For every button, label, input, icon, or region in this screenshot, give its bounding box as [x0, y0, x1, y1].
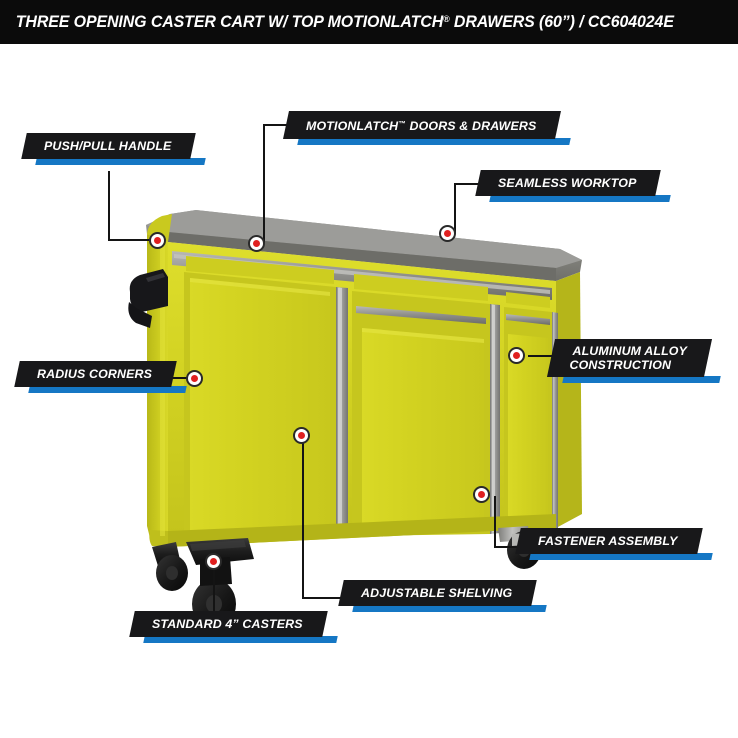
caster-cart-drawing	[128, 210, 582, 629]
marker-seamless-worktop[interactable]	[439, 225, 456, 242]
product-illustration	[0, 44, 738, 738]
flag-accent-bar	[143, 636, 338, 643]
flag-body: PUSH/PULL HANDLE	[21, 133, 197, 159]
handle-lower-grip	[128, 302, 152, 328]
marker-motionlatch-doors-drawers[interactable]	[248, 235, 265, 252]
marker-radius-corners[interactable]	[186, 370, 203, 387]
callout-label: MOTIONLATCH™ DOORS & DRAWERS	[306, 119, 537, 133]
cart-base-band	[168, 514, 556, 547]
push-pull-handle	[129, 269, 168, 312]
flag-accent-bar	[35, 158, 207, 165]
flag-standard-casters[interactable]: STANDARD 4” CASTERS	[129, 611, 338, 643]
caster-hub-rear-left	[166, 566, 178, 580]
callout-adjustable-shelving[interactable]: ADJUSTABLE SHELVING	[338, 580, 548, 612]
callout-label-line-2: CONSTRUCTION	[569, 358, 672, 372]
title-bar: THREE OPENING CASTER CART W/ TOP MOTIONL…	[0, 0, 738, 44]
top-drawer-front-2	[354, 274, 488, 301]
flag-accent-bar	[297, 138, 572, 145]
flag-body: MOTIONLATCH™ DOORS & DRAWERS	[283, 111, 562, 139]
flag-accent-bar	[489, 195, 672, 202]
marker-adjustable-shelving[interactable]	[293, 427, 310, 444]
registered-trademark-icon: ®	[443, 13, 450, 24]
callout-radius-corners[interactable]: RADIUS CORNERS	[14, 361, 187, 393]
leader-line-shelving-vertical	[302, 437, 304, 598]
leader-line-push-pull-handle-horizontal	[108, 239, 150, 241]
page-title: THREE OPENING CASTER CART W/ TOP MOTIONL…	[0, 13, 674, 32]
marker-fastener-assembly[interactable]	[473, 486, 490, 503]
handle-highlight	[146, 273, 165, 282]
flag-push-pull-handle[interactable]: PUSH/PULL HANDLE	[21, 133, 207, 165]
flag-body: ALUMINUM ALLOY CONSTRUCTION	[546, 339, 712, 377]
door-panel-center	[362, 328, 484, 531]
door-left-top-highlight	[190, 278, 330, 296]
flag-accent-bar	[28, 386, 187, 393]
title-suffix: DRAWERS (60”) / CC604024E	[449, 12, 674, 31]
top-drawer-front-3	[506, 292, 550, 308]
flag-fastener-assembly[interactable]: FASTENER ASSEMBLY	[515, 528, 713, 560]
marker-standard-casters[interactable]	[205, 553, 222, 570]
caster-mount-highlight	[190, 540, 246, 551]
flag-adjustable-shelving[interactable]: ADJUSTABLE SHELVING	[338, 580, 548, 612]
channel-1-highlight	[338, 288, 342, 535]
leader-line-casters-vertical	[213, 564, 215, 612]
marker-push-pull-handle[interactable]	[149, 232, 166, 249]
cart-right-end-panel	[556, 272, 582, 528]
leader-line-motionlatch-vertical	[263, 124, 265, 243]
callout-label: FASTENER ASSEMBLY	[538, 534, 678, 548]
callout-label-line-1: ALUMINUM ALLOY	[572, 344, 688, 358]
leader-line-motionlatch-horizontal	[263, 124, 293, 126]
flag-body: RADIUS CORNERS	[14, 361, 177, 387]
leader-line-push-pull-handle-vertical	[108, 171, 110, 240]
leader-line-fastener-horizontal	[494, 546, 524, 548]
callout-fastener-assembly[interactable]: FASTENER ASSEMBLY	[515, 528, 713, 560]
flag-seamless-worktop[interactable]: SEAMLESS WORKTOP	[475, 170, 672, 202]
callout-label: PUSH/PULL HANDLE	[44, 139, 172, 153]
title-prefix: THREE OPENING CASTER CART W/ TOP MOTIONL…	[15, 12, 444, 31]
flag-body: ADJUSTABLE SHELVING	[338, 580, 538, 606]
callout-aluminum-alloy-construction[interactable]: ALUMINUM ALLOY CONSTRUCTION	[546, 339, 721, 383]
channel-2-highlight	[492, 305, 495, 532]
door-panel-right	[508, 334, 548, 527]
leader-line-worktop-vertical	[454, 183, 456, 234]
callout-push-pull-handle[interactable]: PUSH/PULL HANDLE	[21, 133, 207, 165]
right-drawer-rail	[506, 314, 550, 325]
callout-label: ADJUSTABLE SHELVING	[361, 586, 513, 600]
marker-aluminum-alloy-construction[interactable]	[508, 347, 525, 364]
flag-body: SEAMLESS WORKTOP	[475, 170, 662, 196]
flag-body: STANDARD 4” CASTERS	[129, 611, 328, 637]
flag-body: FASTENER ASSEMBLY	[515, 528, 703, 554]
flag-accent-bar	[352, 605, 548, 612]
leader-line-aluminum-horizontal	[528, 355, 560, 357]
flag-motionlatch-doors-drawers[interactable]: MOTIONLATCH™ DOORS & DRAWERS	[283, 111, 572, 145]
flag-aluminum-alloy-construction[interactable]: ALUMINUM ALLOY CONSTRUCTION	[546, 339, 721, 383]
callout-label: RADIUS CORNERS	[37, 367, 153, 381]
leader-line-worktop-horizontal	[454, 183, 484, 185]
center-drawer-rail	[356, 306, 486, 324]
worktop-front-edge	[168, 232, 556, 281]
callout-seamless-worktop[interactable]: SEAMLESS WORKTOP	[475, 170, 672, 202]
flag-accent-bar	[562, 376, 721, 383]
flag-accent-bar	[529, 553, 713, 560]
door-center-top-highlight	[362, 328, 484, 343]
worktop-top-face	[146, 210, 582, 268]
trademark-icon: ™	[398, 119, 406, 128]
door-panel-left	[190, 278, 330, 536]
leader-line-shelving-horizontal	[302, 597, 346, 599]
callout-motionlatch-doors-drawers[interactable]: MOTIONLATCH™ DOORS & DRAWERS	[283, 111, 572, 145]
flag-radius-corners[interactable]: RADIUS CORNERS	[14, 361, 187, 393]
callout-standard-casters[interactable]: STANDARD 4” CASTERS	[129, 611, 338, 643]
leader-line-fastener-vertical	[494, 496, 496, 547]
callout-label: SEAMLESS WORKTOP	[498, 176, 637, 190]
top-drawer-front-1	[186, 256, 334, 284]
callout-label: STANDARD 4” CASTERS	[152, 617, 303, 631]
